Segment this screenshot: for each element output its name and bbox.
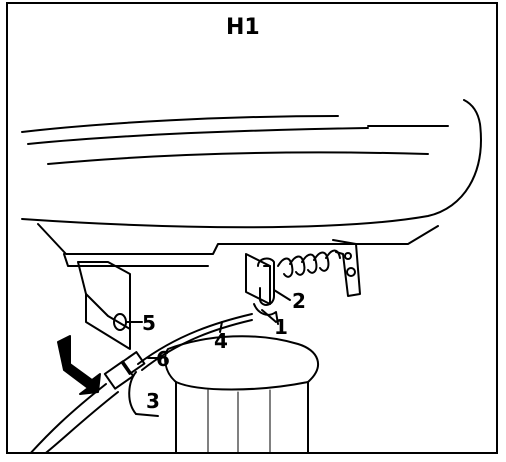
callout-5: 5 <box>142 311 156 335</box>
left-bracket-face <box>85 293 131 350</box>
callout-1: 1 <box>274 315 288 339</box>
hopper-body <box>21 99 482 229</box>
cable-4 <box>137 313 253 365</box>
spring-plate <box>332 239 361 297</box>
lever-1 <box>253 303 279 325</box>
lower-frame <box>37 223 439 255</box>
spring-mount-hole <box>346 267 356 277</box>
hopper-rim-line-2 <box>27 127 369 145</box>
callout-4: 4 <box>214 329 228 353</box>
hook-2 <box>257 257 275 306</box>
cable-adjuster <box>30 351 146 452</box>
hopper-rim-line-1 <box>21 115 339 133</box>
technical-illustration: H1 2 1 5 4 6 3 <box>21 15 482 452</box>
figure-frame: H1 2 1 5 4 6 3 <box>6 2 498 454</box>
bracket-3 <box>128 371 137 415</box>
figure-title: H1 <box>226 15 260 40</box>
leader-1 <box>261 309 277 323</box>
hopper-rim-line-3 <box>47 151 429 165</box>
leader-4 <box>219 321 223 333</box>
coil-spring <box>277 249 341 278</box>
support-post <box>164 335 320 391</box>
leader-2 <box>273 289 291 301</box>
callout-6: 6 <box>156 347 170 371</box>
frame-edge <box>63 253 209 267</box>
callout-3: 3 <box>146 389 160 413</box>
callout-2: 2 <box>292 289 306 313</box>
direction-arrow <box>57 335 101 395</box>
spring-mount-hole-2 <box>344 252 352 260</box>
spring-bracket <box>245 253 271 305</box>
